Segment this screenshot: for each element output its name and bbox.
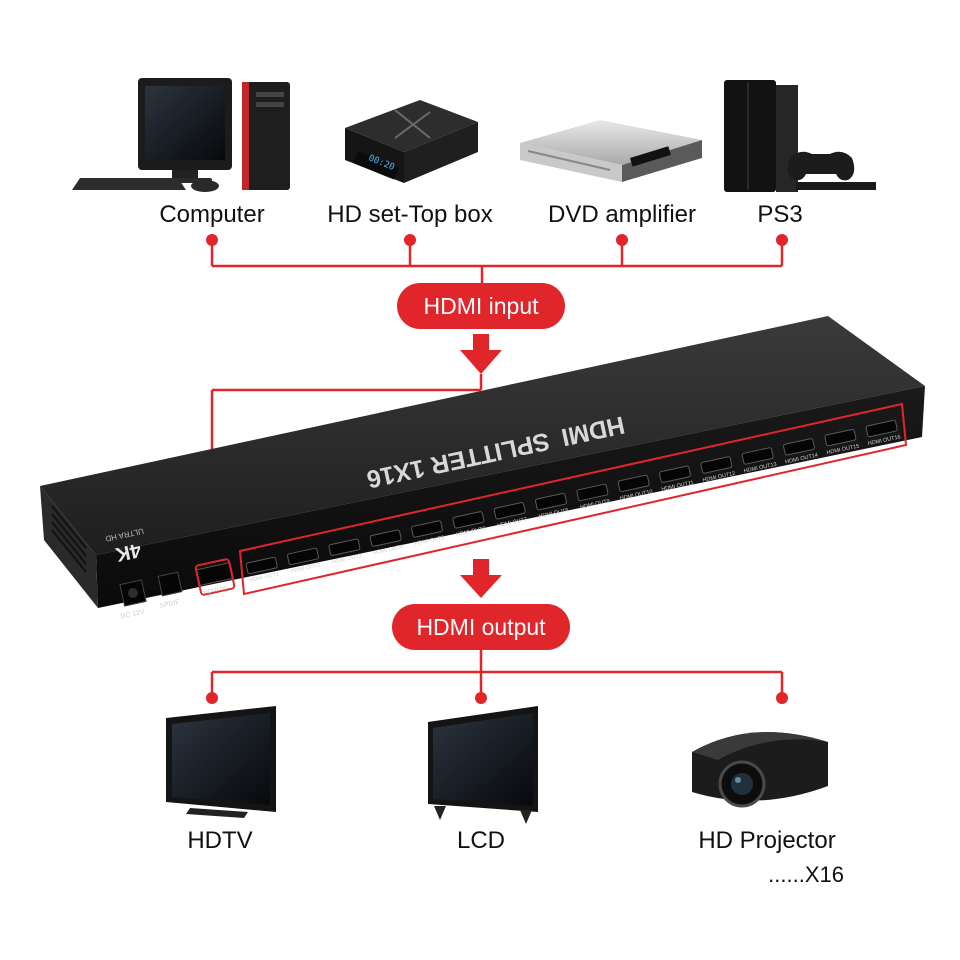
down-arrow-icon bbox=[460, 334, 502, 374]
source-label-computer: Computer bbox=[159, 201, 264, 228]
badge-4k: 4K bbox=[113, 538, 143, 565]
output-ports-frame bbox=[238, 402, 908, 596]
spdif-label: SPDIF bbox=[159, 599, 181, 610]
hdmi-in-label: HDMI IN bbox=[203, 586, 227, 597]
hdmi-input-badge: HDMI input bbox=[397, 283, 565, 329]
hdmi-in-port bbox=[194, 558, 236, 596]
hdtv-icon bbox=[166, 706, 276, 818]
computer-icon bbox=[72, 78, 290, 192]
output-connector-lines bbox=[210, 650, 784, 698]
output-connector-dots bbox=[206, 692, 788, 704]
input-connector-lines bbox=[210, 240, 784, 288]
source-label-set-top-box: HD set-Top box bbox=[327, 201, 492, 228]
hdmi-output-badge: HDMI output bbox=[392, 604, 570, 650]
projector-icon bbox=[692, 732, 828, 808]
source-label-ps3: PS3 bbox=[757, 201, 802, 228]
lcd-monitor-icon bbox=[428, 706, 538, 824]
down-arrow-icon bbox=[460, 559, 502, 598]
dvd-amplifier-icon bbox=[520, 120, 702, 182]
output-label-projector: HD Projector bbox=[698, 827, 835, 854]
hdmi-input-label: HDMI input bbox=[423, 293, 539, 319]
output-label-hdtv: HDTV bbox=[187, 827, 252, 854]
input-connector-dots bbox=[206, 234, 788, 246]
ps3-console-icon bbox=[724, 80, 876, 192]
dc-power-label: DC 12V bbox=[120, 608, 146, 620]
set-top-box-icon: 00:20 bbox=[345, 100, 478, 183]
output-label-lcd: LCD bbox=[457, 827, 505, 854]
source-label-dvd-amplifier: DVD amplifier bbox=[548, 201, 696, 228]
output-count: ......X16 bbox=[768, 862, 844, 887]
hdmi-output-label: HDMI output bbox=[416, 614, 546, 640]
dc-power-jack bbox=[119, 579, 147, 607]
spdif-port bbox=[157, 571, 183, 597]
